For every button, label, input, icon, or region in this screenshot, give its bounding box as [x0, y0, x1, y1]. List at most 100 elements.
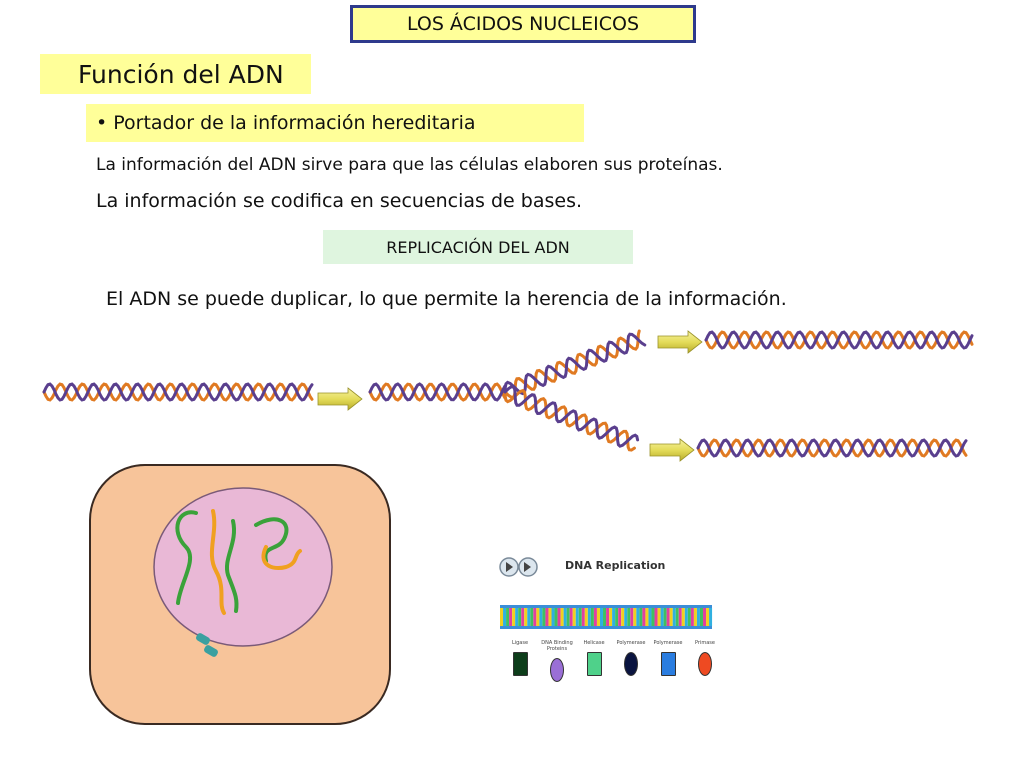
dna-base — [575, 608, 579, 626]
dna-base — [709, 608, 713, 626]
legend-item: Polymerase — [648, 640, 688, 676]
legend-label: Primase — [695, 640, 715, 646]
legend-swatch — [586, 652, 602, 676]
nucleus — [153, 487, 333, 647]
dna-base — [657, 608, 661, 626]
dna-base — [624, 608, 628, 626]
dna-helix-fork — [368, 329, 647, 452]
dna-base — [612, 608, 616, 626]
header-title: LOS ÁCIDOS NUCLEICOS — [350, 5, 696, 43]
dna-base — [681, 608, 685, 626]
dna-base — [566, 608, 570, 626]
arrow-icon — [657, 330, 703, 354]
dna-helix-daughter-bottom — [696, 438, 968, 458]
replication-label: REPLICACIÓN DEL ADN — [323, 230, 633, 264]
dna-base — [572, 608, 576, 626]
dna-base — [548, 608, 552, 626]
dna-base — [515, 608, 519, 626]
dna-base — [654, 608, 658, 626]
legend-item: Polymerase — [611, 640, 651, 676]
legend-label: Helicase — [583, 640, 605, 646]
legend-label: Ligase — [511, 640, 529, 646]
enzyme-legend: Ligase DNA Binding Proteins Helicase Polyme… — [500, 640, 715, 700]
dna-base — [615, 608, 619, 626]
dna-base — [651, 608, 655, 626]
dna-replication-diagram — [42, 329, 974, 462]
dna-strand — [503, 332, 647, 396]
dna-base — [618, 608, 622, 626]
animation-controls[interactable] — [498, 553, 712, 581]
dna-base — [699, 608, 703, 626]
dna-strip — [500, 605, 713, 629]
legend-label: Polymerase — [616, 640, 646, 646]
dna-base — [530, 608, 534, 626]
dna-base — [533, 608, 537, 626]
dna-base — [627, 608, 631, 626]
dna-base — [536, 608, 540, 626]
legend-item: Primase — [685, 640, 725, 676]
legend-item: Ligase — [500, 640, 540, 676]
arrow-icon — [317, 387, 363, 411]
dna-base — [527, 608, 531, 626]
dna-strand — [503, 329, 641, 399]
dna-base — [539, 608, 543, 626]
dna-base — [606, 608, 610, 626]
dna-base — [518, 608, 522, 626]
chromosome — [261, 545, 302, 570]
chromosome — [224, 519, 239, 613]
arrow-icon — [649, 438, 695, 462]
dna-base — [660, 608, 664, 626]
body-line-bases: La información se codifica en secuencias… — [96, 190, 583, 212]
dna-base — [678, 608, 682, 626]
dna-base — [687, 608, 691, 626]
dna-base — [642, 608, 646, 626]
dna-base — [675, 608, 679, 626]
organelle — [196, 633, 210, 645]
section-title: Función del ADN — [40, 54, 311, 94]
dna-base — [696, 608, 700, 626]
dna-base — [569, 608, 573, 626]
dna-base — [663, 608, 667, 626]
dna-base — [672, 608, 676, 626]
legend-swatch — [512, 652, 528, 676]
legend-item: DNA Binding Proteins — [537, 640, 577, 682]
dna-base — [596, 608, 600, 626]
chromosome — [209, 509, 226, 615]
dna-base — [551, 608, 555, 626]
dna-strand — [42, 382, 314, 402]
dna-strand — [368, 382, 507, 402]
dna-base — [639, 608, 643, 626]
dna-base — [684, 608, 688, 626]
dna-base — [669, 608, 673, 626]
dna-base — [590, 608, 594, 626]
dna-base — [500, 608, 503, 626]
dna-base — [706, 608, 710, 626]
dna-strand — [704, 330, 974, 350]
legend-swatch — [660, 652, 676, 676]
dna-base — [645, 608, 649, 626]
dna-base — [648, 608, 652, 626]
dna-base — [609, 608, 613, 626]
dna-base — [503, 608, 507, 626]
dna-base — [630, 608, 634, 626]
dna-base — [703, 608, 707, 626]
dna-helix-original — [42, 382, 314, 402]
dna-base — [599, 608, 603, 626]
dna-base — [557, 608, 561, 626]
dna-strand — [696, 438, 968, 458]
dna-base — [621, 608, 625, 626]
dna-strand — [503, 388, 636, 452]
legend-label: Polymerase — [653, 640, 683, 646]
dna-base — [603, 608, 607, 626]
cell-illustration — [89, 464, 391, 725]
dna-base — [521, 608, 525, 626]
dna-strand — [503, 385, 640, 448]
dna-base — [563, 608, 567, 626]
bullet-heading: • Portador de la información hereditaria — [86, 104, 584, 142]
legend-swatch — [624, 652, 638, 676]
legend-item: Helicase — [574, 640, 614, 676]
body-line-proteins: La información del ADN sirve para que la… — [96, 155, 723, 175]
legend-label: DNA Binding Proteins — [541, 640, 573, 652]
chromosome — [175, 510, 198, 605]
legend-swatch — [550, 658, 564, 682]
